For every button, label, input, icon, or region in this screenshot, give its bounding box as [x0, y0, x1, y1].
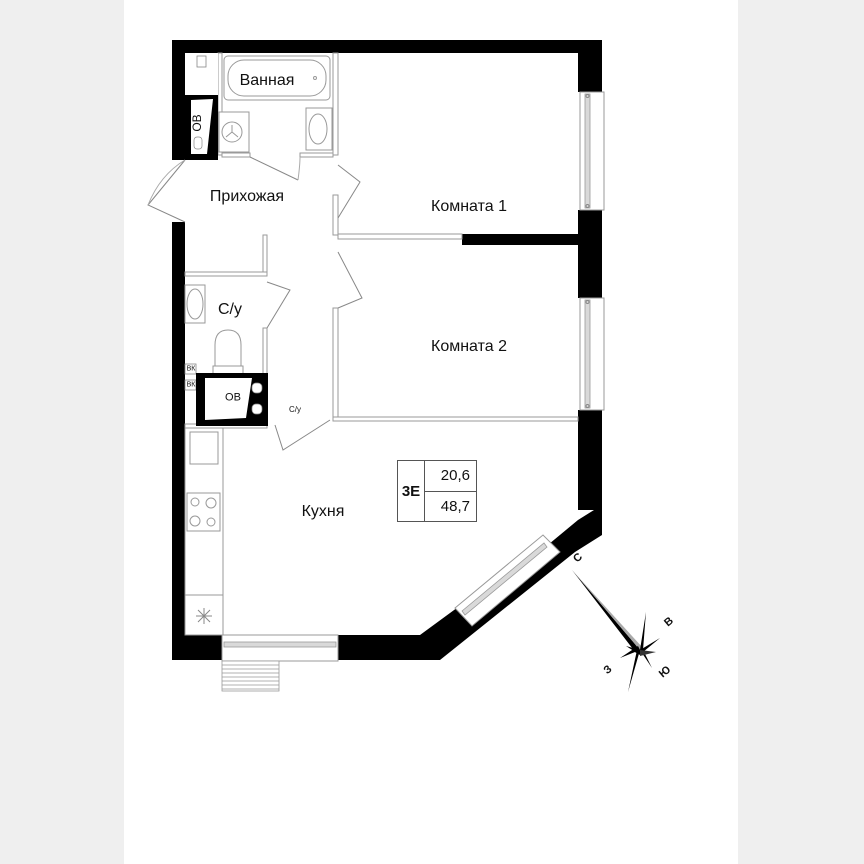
doors [147, 156, 363, 451]
total-area-value: 48,7 [425, 490, 476, 522]
window-kitchen-bottom [221, 634, 339, 662]
vk-label-2: ВК [186, 381, 196, 389]
washing-machine [218, 111, 250, 153]
apartment-code: 3Е [398, 461, 425, 521]
room-label-room1: Комната 1 [431, 198, 507, 215]
shaft-top-label: ОВ [190, 114, 204, 132]
toilet [212, 329, 244, 375]
room-label-kitchen: Кухня [301, 503, 345, 520]
bathtub [223, 55, 331, 101]
room-label-hallway: Прихожая [209, 188, 285, 205]
living-area-value: 20,6 [440, 467, 470, 485]
wc-small-label: С/у [289, 405, 301, 414]
room-label-room2: Комната 2 [431, 338, 507, 355]
vk-label-1: ВК [186, 365, 196, 373]
window-room2 [579, 297, 605, 411]
room-label-bathroom: Ванная [239, 72, 295, 89]
outer-walls [172, 40, 602, 660]
window-kitchen-diagonal [454, 534, 561, 627]
compass-rose [572, 570, 660, 692]
shaft-wc-label: ОВ [225, 391, 241, 404]
room-label-wc: С/у [218, 301, 242, 318]
shaft-wc [196, 373, 268, 426]
wc-sink [184, 284, 206, 324]
shaft-top [185, 53, 218, 160]
kitchen-counter [184, 427, 224, 636]
bathroom-sink [305, 107, 333, 151]
window-room1 [579, 91, 605, 211]
balcony-steps [221, 660, 280, 692]
apartment-area-table: 3Е 20,6 48,7 [397, 460, 477, 522]
